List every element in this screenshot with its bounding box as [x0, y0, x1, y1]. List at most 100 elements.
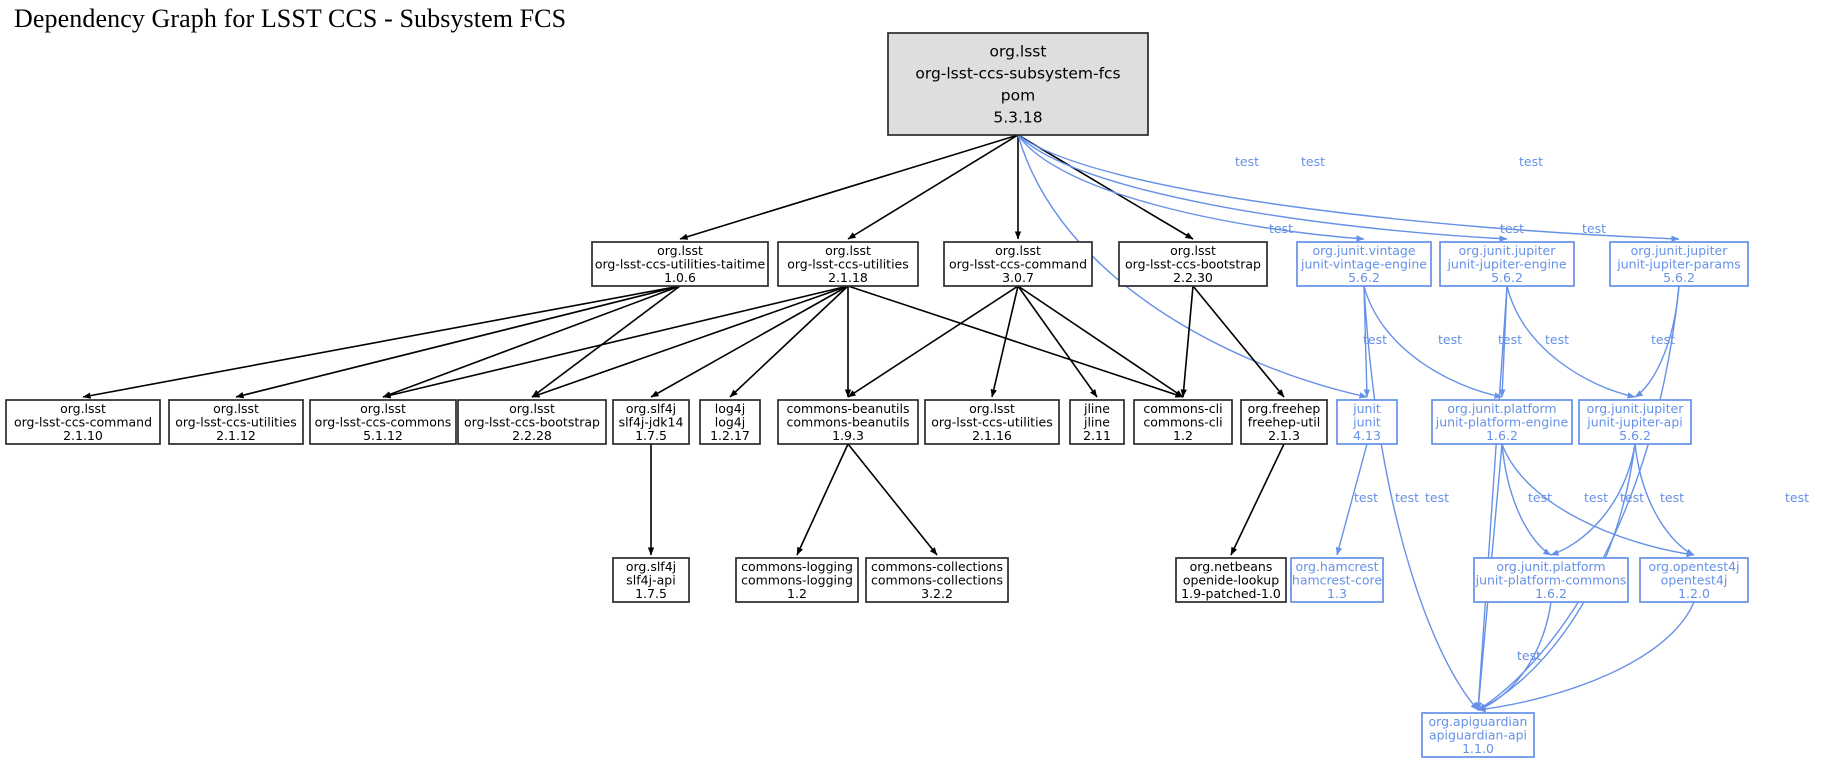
graph-node-jupiter-params[interactable]: org.junit.jupiterjunit-jupiter-params5.6… — [1609, 241, 1749, 287]
node-text-line: 1.6.2 — [1486, 428, 1518, 443]
edge-scope-label: test — [1438, 332, 1462, 347]
edge-root-to-junit413 — [1017, 134, 1368, 399]
edge-command307-to-commons-cli — [1017, 285, 1184, 398]
graph-node-root[interactable]: org.lsstorg-lsst-ccs-subsystem-fcspom5.3… — [887, 32, 1149, 136]
edge-scope-label: test — [1425, 490, 1449, 505]
node-text-line: org.netbeans — [1190, 559, 1273, 574]
node-text-line: 2.2.28 — [512, 428, 552, 443]
node-text-line: commons-cli — [1143, 401, 1222, 416]
node-text-line: 1.7.5 — [635, 428, 667, 443]
edge-scope-label: test — [1301, 154, 1325, 169]
edge-utilities2118-to-commons5112 — [382, 285, 849, 399]
edge-scope-label: test — [1395, 490, 1419, 505]
node-text-line: org.junit.jupiter — [1631, 243, 1729, 258]
node-text-line: org.slf4j — [626, 401, 676, 416]
graph-node-platform-engine[interactable]: org.junit.platformjunit-platform-engine1… — [1431, 399, 1573, 445]
node-text-line: 1.9.3 — [832, 428, 864, 443]
edge-utilities2118-to-slf4j-jdk14 — [650, 285, 849, 398]
node-text-line: 4.13 — [1353, 428, 1381, 443]
node-text-line: 1.0.6 — [664, 270, 696, 285]
edges-layer — [82, 134, 1695, 713]
node-text-line: junit-jupiter-params — [1616, 257, 1741, 272]
edge-jupiter-api-to-platform-commons — [1550, 443, 1636, 556]
graph-node-jupiter-engine[interactable]: org.junit.jupiterjunit-jupiter-engine5.6… — [1439, 241, 1575, 287]
graph-node-platform-commons[interactable]: org.junit.platformjunit-platform-commons… — [1473, 557, 1629, 603]
edge-scope-label: test — [1660, 490, 1684, 505]
node-text-line: org.hamcrest — [1295, 559, 1378, 574]
node-text-line: 5.6.2 — [1663, 270, 1695, 285]
edge-jupiter-engine-to-jupiter-api — [1506, 285, 1636, 399]
node-text-line: org.slf4j — [626, 559, 676, 574]
node-text-line: commons-collections — [871, 573, 1003, 588]
edge-scope-label: test — [1528, 490, 1552, 505]
edge-root-to-utilities2118 — [847, 134, 1019, 240]
edge-scope-label: test — [1584, 490, 1608, 505]
node-text-line: log4j — [715, 415, 745, 430]
node-text-line: org.lsst — [990, 43, 1047, 61]
node-text-line: org.lsst — [509, 401, 555, 416]
node-text-line: 1.9-patched-1.0 — [1181, 586, 1281, 601]
graph-node-openide-lookup[interactable]: org.netbeansopenide-lookup1.9-patched-1.… — [1175, 557, 1287, 603]
node-text-line: 1.2.0 — [1678, 586, 1710, 601]
edge-platform-engine-to-opentest4j — [1501, 443, 1695, 558]
node-text-line: freehep-util — [1248, 415, 1320, 430]
edge-beanutils-to-commons-logging — [796, 443, 849, 556]
node-text-line: junit-jupiter-engine — [1446, 257, 1566, 272]
node-text-line: 2.1.16 — [972, 428, 1012, 443]
node-text-line: org.lsst — [213, 401, 259, 416]
edge-command307-to-jline — [1017, 285, 1098, 398]
node-text-line: org-lsst-ccs-bootstrap — [1125, 257, 1261, 272]
edge-taitime-to-utilities2112 — [235, 285, 681, 399]
graph-node-taitime[interactable]: org.lsstorg-lsst-ccs-utilities-taitime1.… — [591, 241, 769, 287]
node-text-line: 5.6.2 — [1348, 270, 1380, 285]
edge-scope-label: test — [1500, 221, 1524, 236]
edge-root-to-vintage-engine — [1017, 134, 1365, 242]
edge-freehep-util-to-openide-lookup — [1230, 443, 1285, 556]
edge-labels-layer: test test test test test test test test test test… — [1235, 154, 1809, 663]
node-text-line: org.opentest4j — [1648, 559, 1739, 574]
node-text-line: org-lsst-ccs-utilities — [931, 415, 1053, 430]
node-text-line: junit-jupiter-api — [1586, 415, 1683, 430]
node-text-line: org.freehep — [1248, 401, 1321, 416]
node-text-line: 1.3 — [1327, 586, 1347, 601]
node-text-line: log4j — [715, 401, 745, 416]
edge-scope-label: test — [1269, 221, 1293, 236]
node-text-line: 3.0.7 — [1002, 270, 1034, 285]
edge-jupiter-api-to-opentest4j — [1634, 443, 1695, 556]
node-text-line: jline — [1083, 415, 1110, 430]
node-text-line: commons-logging — [741, 559, 853, 574]
edge-scope-label: test — [1498, 332, 1522, 347]
node-text-line: pom — [1001, 87, 1035, 105]
node-text-line: org.lsst — [969, 401, 1015, 416]
node-text-line: org.junit.platform — [1496, 559, 1605, 574]
edge-platform-commons-to-apiguardian — [1477, 601, 1552, 711]
graph-node-vintage-engine[interactable]: org.junit.vintagejunit-vintage-engine5.6… — [1296, 241, 1432, 287]
graph-node-commons-collections[interactable]: commons-collectionscommons-collections3.… — [865, 557, 1009, 603]
node-text-line: org-lsst-ccs-utilities — [787, 257, 909, 272]
node-text-line: org.lsst — [1170, 243, 1216, 258]
node-text-line: 2.1.12 — [216, 428, 256, 443]
edge-command307-to-utilities2116 — [990, 285, 1019, 398]
node-text-line: junit-platform-commons — [1475, 573, 1627, 588]
